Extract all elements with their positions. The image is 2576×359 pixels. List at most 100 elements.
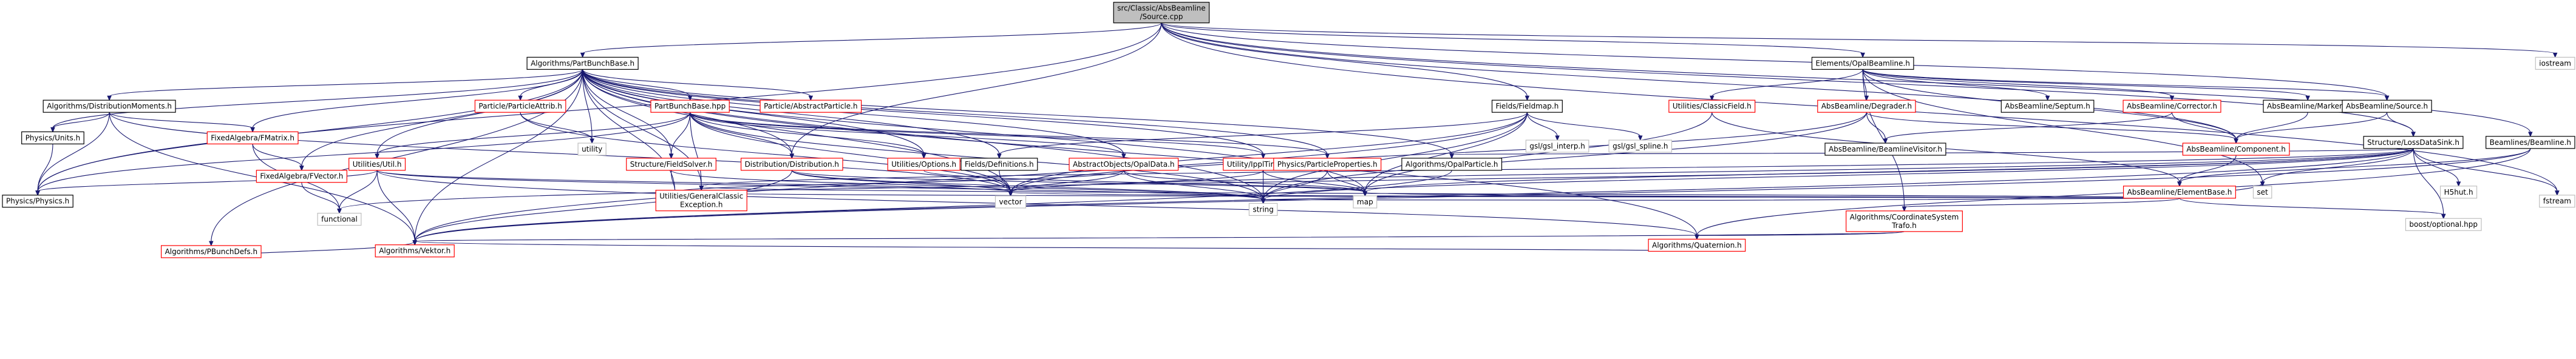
node-aop[interactable]: Algorithms/OpalParticle.h xyxy=(1401,158,1503,171)
node-label-gsli: gsl/gsl_interp.h xyxy=(1529,142,1585,150)
edge-fm-fd xyxy=(997,112,1528,159)
node-uu[interactable]: Utilities/Util.h xyxy=(348,158,406,171)
node-box-h5 xyxy=(2439,186,2478,199)
node-ppp[interactable]: Physics/ParticleProperties.h xyxy=(1273,158,1382,171)
node-box-dm xyxy=(42,99,176,113)
edge-dm-fam xyxy=(109,112,255,133)
edge-pbb-dm xyxy=(107,69,583,101)
node-label-h5: H5hut.h xyxy=(2444,188,2473,196)
node-ucf[interactable]: Utilities/ClassicField.h xyxy=(1668,99,1756,113)
node-label-aod: AbstractObjects/OpalData.h xyxy=(1073,160,1175,169)
edge-sld-h5 xyxy=(2413,148,2461,187)
edge-uu-physics xyxy=(35,170,378,196)
node-box-gsli xyxy=(1525,139,1589,153)
node-pu[interactable]: Physics/Units.h xyxy=(21,131,84,144)
edge-root-sld xyxy=(1161,22,2416,138)
edge-abc-abcomp xyxy=(2171,112,2238,144)
edge-uit-map xyxy=(1263,170,1368,197)
node-physics[interactable]: Physics/Physics.h xyxy=(2,195,73,208)
node-box-gsls xyxy=(1608,139,1673,153)
node-aod[interactable]: AbstractObjects/OpalData.h xyxy=(1069,158,1179,171)
node-set: set xyxy=(2252,186,2272,199)
node-ppa[interactable]: Particle/ParticleAttrib.h xyxy=(474,99,566,113)
edge-abs-abcomp xyxy=(2234,112,2388,144)
node-label-uo: Utilities/Options.h xyxy=(891,160,956,169)
node-box-set xyxy=(2252,186,2272,199)
node-box-acst xyxy=(1846,210,1963,232)
node-fd[interactable]: Fields/Definitions.h xyxy=(960,158,1038,171)
node-label-fd: Fields/Definitions.h xyxy=(965,160,1034,169)
edge-dm-pu xyxy=(50,112,110,133)
node-label-vektor: Algorithms/Vektor.h xyxy=(379,247,450,255)
node-ob[interactable]: Elements/OpalBeamline.h xyxy=(1811,56,1914,70)
edge-fm-gsls xyxy=(1526,112,1643,141)
node-abd[interactable]: AbsBeamline/Degrader.h xyxy=(1817,99,1916,113)
node-root[interactable]: src/Classic/AbsBeamline/Source.cpp xyxy=(1113,2,1210,24)
node-box-abeb xyxy=(2122,186,2236,199)
node-map: map xyxy=(1353,195,1378,209)
node-box-fav xyxy=(256,170,348,183)
node-pbb[interactable]: Algorithms/PartBunchBase.h xyxy=(526,56,639,70)
edge-pbbhpp-aod xyxy=(690,112,1126,159)
node-label-ppp: Physics/ParticleProperties.h xyxy=(1277,160,1378,169)
edge-abeb-ugce xyxy=(699,186,2180,199)
edge-ob-abm xyxy=(1862,69,2310,101)
node-vektor[interactable]: Algorithms/Vektor.h xyxy=(375,244,455,258)
edge-abeb-boost xyxy=(2179,198,2446,220)
node-box-string xyxy=(1248,203,1278,216)
node-bb[interactable]: Beamlines/Beamline.h xyxy=(2486,136,2575,149)
edge-bb-aq xyxy=(1694,148,2531,240)
node-label-abse: AbsBeamline/Septum.h xyxy=(2005,102,2090,110)
node-abm[interactable]: AbsBeamline/Marker.h xyxy=(2263,99,2353,113)
edge-fam-fav xyxy=(252,144,304,172)
graph-edges xyxy=(35,22,2560,258)
edge-abeb-acst xyxy=(1901,198,2180,212)
node-label-fstream: fstream xyxy=(2543,197,2571,206)
edge-abc-abbv xyxy=(1883,112,2173,144)
node-label-fam: FixedAlgebra/FMatrix.h xyxy=(211,133,294,142)
node-boost: boost/optional.hpp xyxy=(2405,218,2482,231)
node-box-fstream xyxy=(2539,195,2575,208)
node-pbbhpp[interactable]: PartBunchBase.hpp xyxy=(650,99,730,113)
node-label-acst: Algorithms/CoordinateSystem xyxy=(1850,213,1959,221)
node-label-sfs: Structure/FieldSolver.h xyxy=(630,160,713,169)
node-abbv[interactable]: AbsBeamline/BeamlineVisitor.h xyxy=(1824,143,1946,156)
edge-aod-string xyxy=(1123,170,1266,204)
node-aq[interactable]: Algorithms/Quaternion.h xyxy=(1648,238,1746,252)
node-label-abs: AbsBeamline/Source.h xyxy=(2346,102,2428,110)
node-abc[interactable]: AbsBeamline/Corrector.h xyxy=(2122,99,2221,113)
edge-fav-functional xyxy=(301,182,342,214)
edge-pbb-memory xyxy=(582,69,678,197)
node-sld[interactable]: Structure/LossDataSink.h xyxy=(2363,136,2464,149)
edge-root-pbb xyxy=(580,22,1162,58)
node-abeb[interactable]: AbsBeamline/ElementBase.h xyxy=(2122,186,2236,199)
node-box-abcomp xyxy=(2182,143,2290,156)
node-fav[interactable]: FixedAlgebra/FVector.h xyxy=(256,170,348,183)
node-label-ugce: Utilities/GeneralClassic xyxy=(659,192,743,201)
node-box-sld xyxy=(2363,136,2464,149)
edge-uu-vektor xyxy=(376,170,417,246)
node-dd[interactable]: Distribution/Distribution.h xyxy=(740,158,843,171)
edge-pbb-vektor xyxy=(412,69,583,246)
node-fm[interactable]: Fields/Fieldmap.h xyxy=(1491,99,1563,113)
node-dm[interactable]: Algorithms/DistributionMoments.h xyxy=(42,99,176,113)
node-box-abse xyxy=(2000,99,2095,113)
node-pap[interactable]: Particle/AbstractParticle.h xyxy=(760,99,862,113)
node-fam[interactable]: FixedAlgebra/FMatrix.h xyxy=(206,131,299,144)
edge-root-bb xyxy=(1161,22,2533,138)
node-box-uu xyxy=(348,158,406,171)
node-uo[interactable]: Utilities/Options.h xyxy=(887,158,960,171)
node-label-root: /Source.cpp xyxy=(1140,13,1183,21)
edge-pbbhpp-sfs xyxy=(668,112,691,159)
node-label-abcomp: AbsBeamline/Component.h xyxy=(2186,145,2286,153)
edge-ob-abc xyxy=(1862,69,2175,101)
node-sfs[interactable]: Structure/FieldSolver.h xyxy=(626,158,716,171)
node-apb[interactable]: Algorithms/PBunchDefs.h xyxy=(160,245,262,258)
node-abcomp[interactable]: AbsBeamline/Component.h xyxy=(2182,143,2290,156)
node-abse[interactable]: AbsBeamline/Septum.h xyxy=(2000,99,2095,113)
node-label-fm: Fields/Fieldmap.h xyxy=(1496,102,1559,110)
node-abs[interactable]: AbsBeamline/Source.h xyxy=(2342,99,2432,113)
